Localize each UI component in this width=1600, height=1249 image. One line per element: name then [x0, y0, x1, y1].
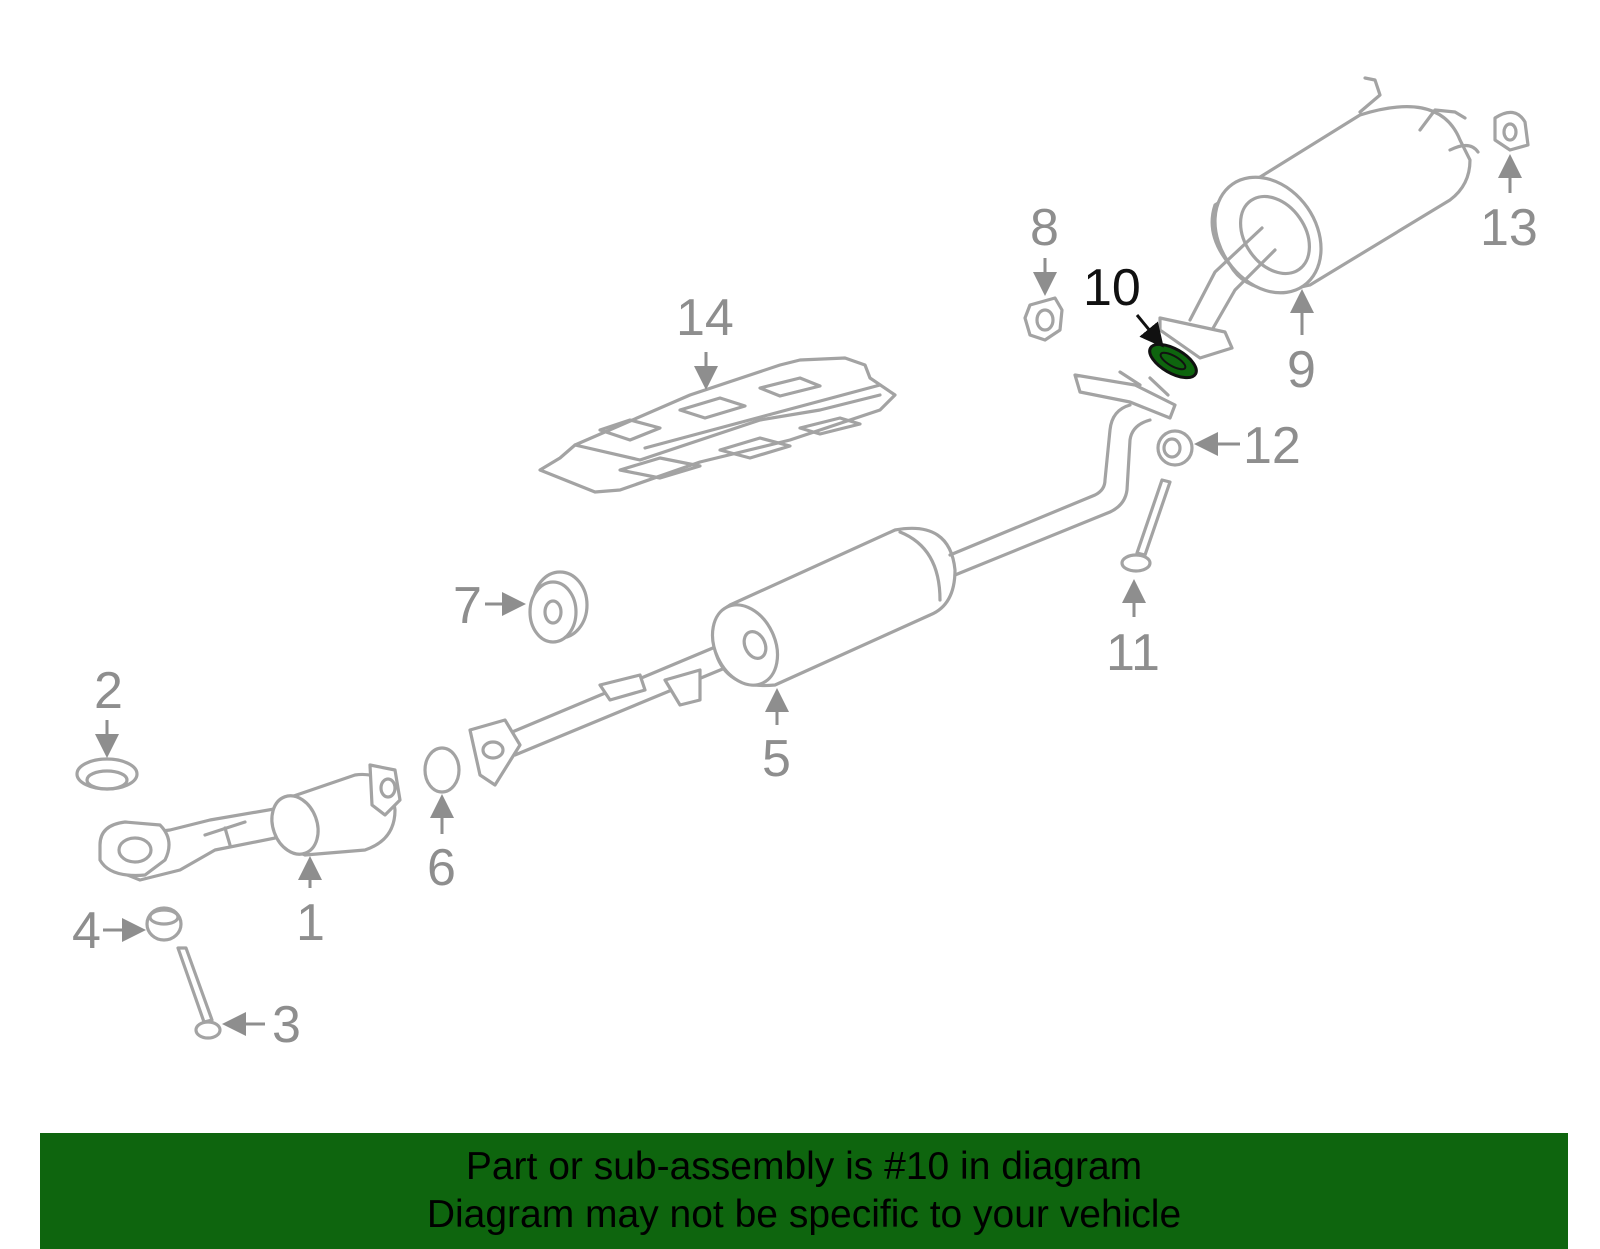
- callout-1: 1: [296, 894, 325, 952]
- callout-8: 8: [1030, 199, 1059, 257]
- banner-line-2: Diagram may not be specific to your vehi…: [426, 1193, 1182, 1236]
- part-2-gasket[interactable]: [75, 757, 139, 791]
- part-7-grommet[interactable]: [528, 570, 589, 644]
- part-info-banner: Part or sub-assembly is #10 in diagram D…: [40, 1133, 1568, 1249]
- part-11-bolt[interactable]: [1120, 478, 1172, 573]
- part-5-pipe-assembly[interactable]: [468, 370, 1177, 787]
- callout-5: 5: [762, 730, 791, 788]
- exhaust-system-diagram: 1 2 3 4 5 6 7 8 9 10 11 12 13 14: [72, 76, 1538, 1054]
- callout-3: 3: [272, 996, 301, 1054]
- arrow-10: [1135, 314, 1164, 348]
- callout-4: 4: [72, 902, 101, 960]
- banner-line-1: Part or sub-assembly is #10 in diagram: [465, 1145, 1143, 1188]
- part-10-gasket[interactable]: [1144, 338, 1201, 385]
- callout-2: 2: [94, 662, 123, 720]
- part-8-hanger[interactable]: [1023, 296, 1064, 342]
- callout-11: 11: [1106, 624, 1160, 682]
- callout-7: 7: [453, 577, 482, 635]
- callout-9: 9: [1287, 341, 1316, 399]
- callout-13: 13: [1480, 199, 1538, 257]
- part-1-converter[interactable]: [98, 763, 402, 882]
- callout-labels: 1 2 3 4 5 6 7 8 9 10 11 12 13 14: [72, 199, 1538, 1054]
- part-14-undercover[interactable]: [538, 356, 897, 494]
- callout-6: 6: [427, 839, 456, 897]
- part-13-hanger-rubber[interactable]: [1493, 110, 1530, 152]
- part-12-bushing[interactable]: [1156, 429, 1194, 467]
- part-9-muffler[interactable]: [1158, 76, 1480, 360]
- part-3-bolt[interactable]: [176, 946, 222, 1040]
- part-6-gasket[interactable]: [423, 746, 461, 794]
- part-4-nut[interactable]: [145, 906, 183, 942]
- callout-12: 12: [1243, 417, 1301, 475]
- leader-arrows: [95, 154, 1522, 1036]
- callout-14: 14: [676, 289, 734, 347]
- callout-10: 10: [1083, 259, 1141, 317]
